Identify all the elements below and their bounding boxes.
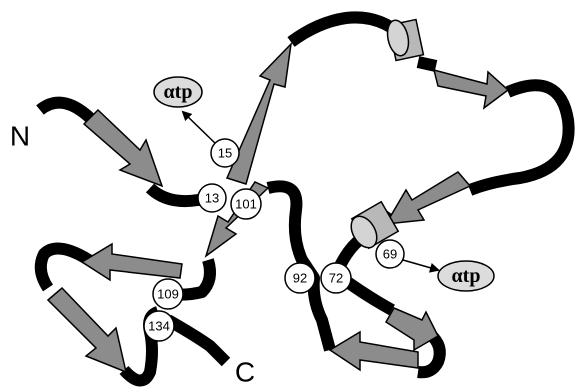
residue-marker-72: 72: [320, 262, 352, 294]
beta-strand-6: [80, 242, 183, 282]
beta-strand-3: [432, 68, 510, 110]
residue-marker-92: 92: [284, 262, 316, 294]
residue-label-92: 92: [293, 271, 307, 286]
residue-label-13: 13: [205, 191, 219, 206]
residue-marker-15: 15: [210, 138, 240, 168]
residue-marker-134: 134: [143, 310, 175, 342]
beta-strand-7: [46, 286, 128, 374]
residue-label-72: 72: [329, 271, 343, 286]
n-terminus-label: N: [10, 121, 30, 152]
coil-n-terminus: [36, 96, 95, 123]
coil-c-terminus: [165, 314, 231, 367]
residue-label-134: 134: [148, 319, 170, 334]
coil-helix1-to-strand: [416, 56, 438, 72]
beta-strand-9: [328, 330, 419, 372]
residue-label-101: 101: [235, 197, 257, 212]
ligand-pointer-lower: [402, 259, 440, 273]
residue-label-69: 69: [383, 247, 397, 262]
ligand-pointer-upper: [181, 110, 219, 147]
residue-marker-69: 69: [375, 239, 405, 269]
coil-left-loop: [34, 242, 96, 292]
ligand-text-lower: αtp: [452, 265, 481, 287]
coil-top-loop: [287, 11, 396, 47]
residue-marker-101: 101: [230, 188, 262, 220]
residue-label-15: 15: [218, 146, 232, 161]
beta-strand-1: [82, 108, 164, 188]
ligand-text-upper: αtp: [164, 81, 193, 103]
ligand-label-lower: αtp: [437, 260, 495, 292]
alpha-helix-1: [386, 18, 425, 62]
coil-bottom-right-turn: [417, 329, 446, 379]
coil-right-loop: [467, 79, 575, 196]
residue-label-109: 109: [157, 287, 179, 302]
beta-strand-2: [225, 41, 293, 185]
c-terminus-label: C: [235, 357, 255, 388]
residue-marker-13: 13: [197, 183, 227, 213]
ligand-label-upper: αtp: [153, 76, 203, 108]
beta-strand-4: [384, 171, 472, 225]
alpha-helix-2: [350, 200, 400, 250]
beta-strand-8: [384, 307, 439, 352]
residue-marker-109: 109: [152, 278, 184, 310]
coil-center-s: [266, 180, 336, 352]
